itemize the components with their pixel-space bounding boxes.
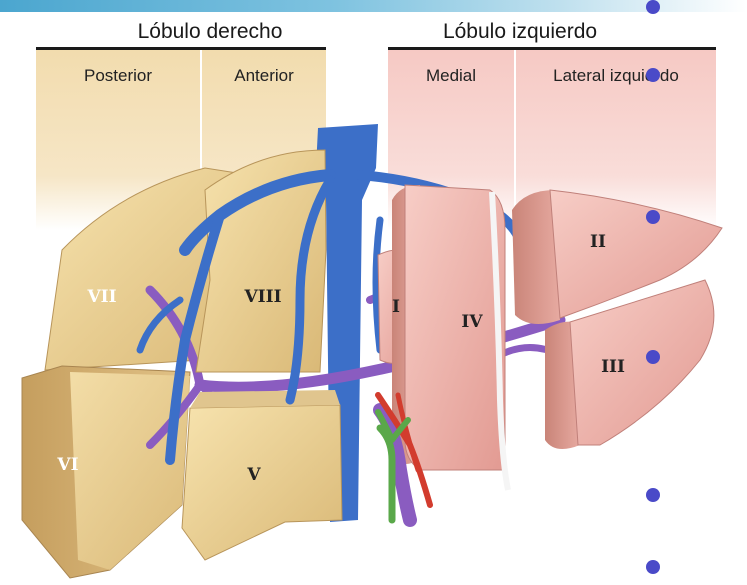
segment-ii-label: II xyxy=(590,232,606,252)
segment-i-label: I xyxy=(392,297,400,317)
slide-bullet xyxy=(646,488,660,502)
slide-bullet xyxy=(646,68,660,82)
segment-vi-label: VI xyxy=(56,455,78,475)
slide-bullet xyxy=(646,350,660,364)
segment-v-top xyxy=(190,390,340,408)
slide-bullet xyxy=(646,0,660,14)
segment-v xyxy=(182,405,342,560)
segment-iii-label: III xyxy=(601,357,625,377)
segment-vii-label: VII xyxy=(86,287,116,307)
segment-iv xyxy=(405,185,505,470)
slide-bullet xyxy=(646,210,660,224)
segment-v-label: V xyxy=(246,465,261,485)
segment-viii-label: VIII xyxy=(243,287,281,307)
segment-iv-label: IV xyxy=(461,312,483,332)
slide-bullet xyxy=(646,560,660,574)
